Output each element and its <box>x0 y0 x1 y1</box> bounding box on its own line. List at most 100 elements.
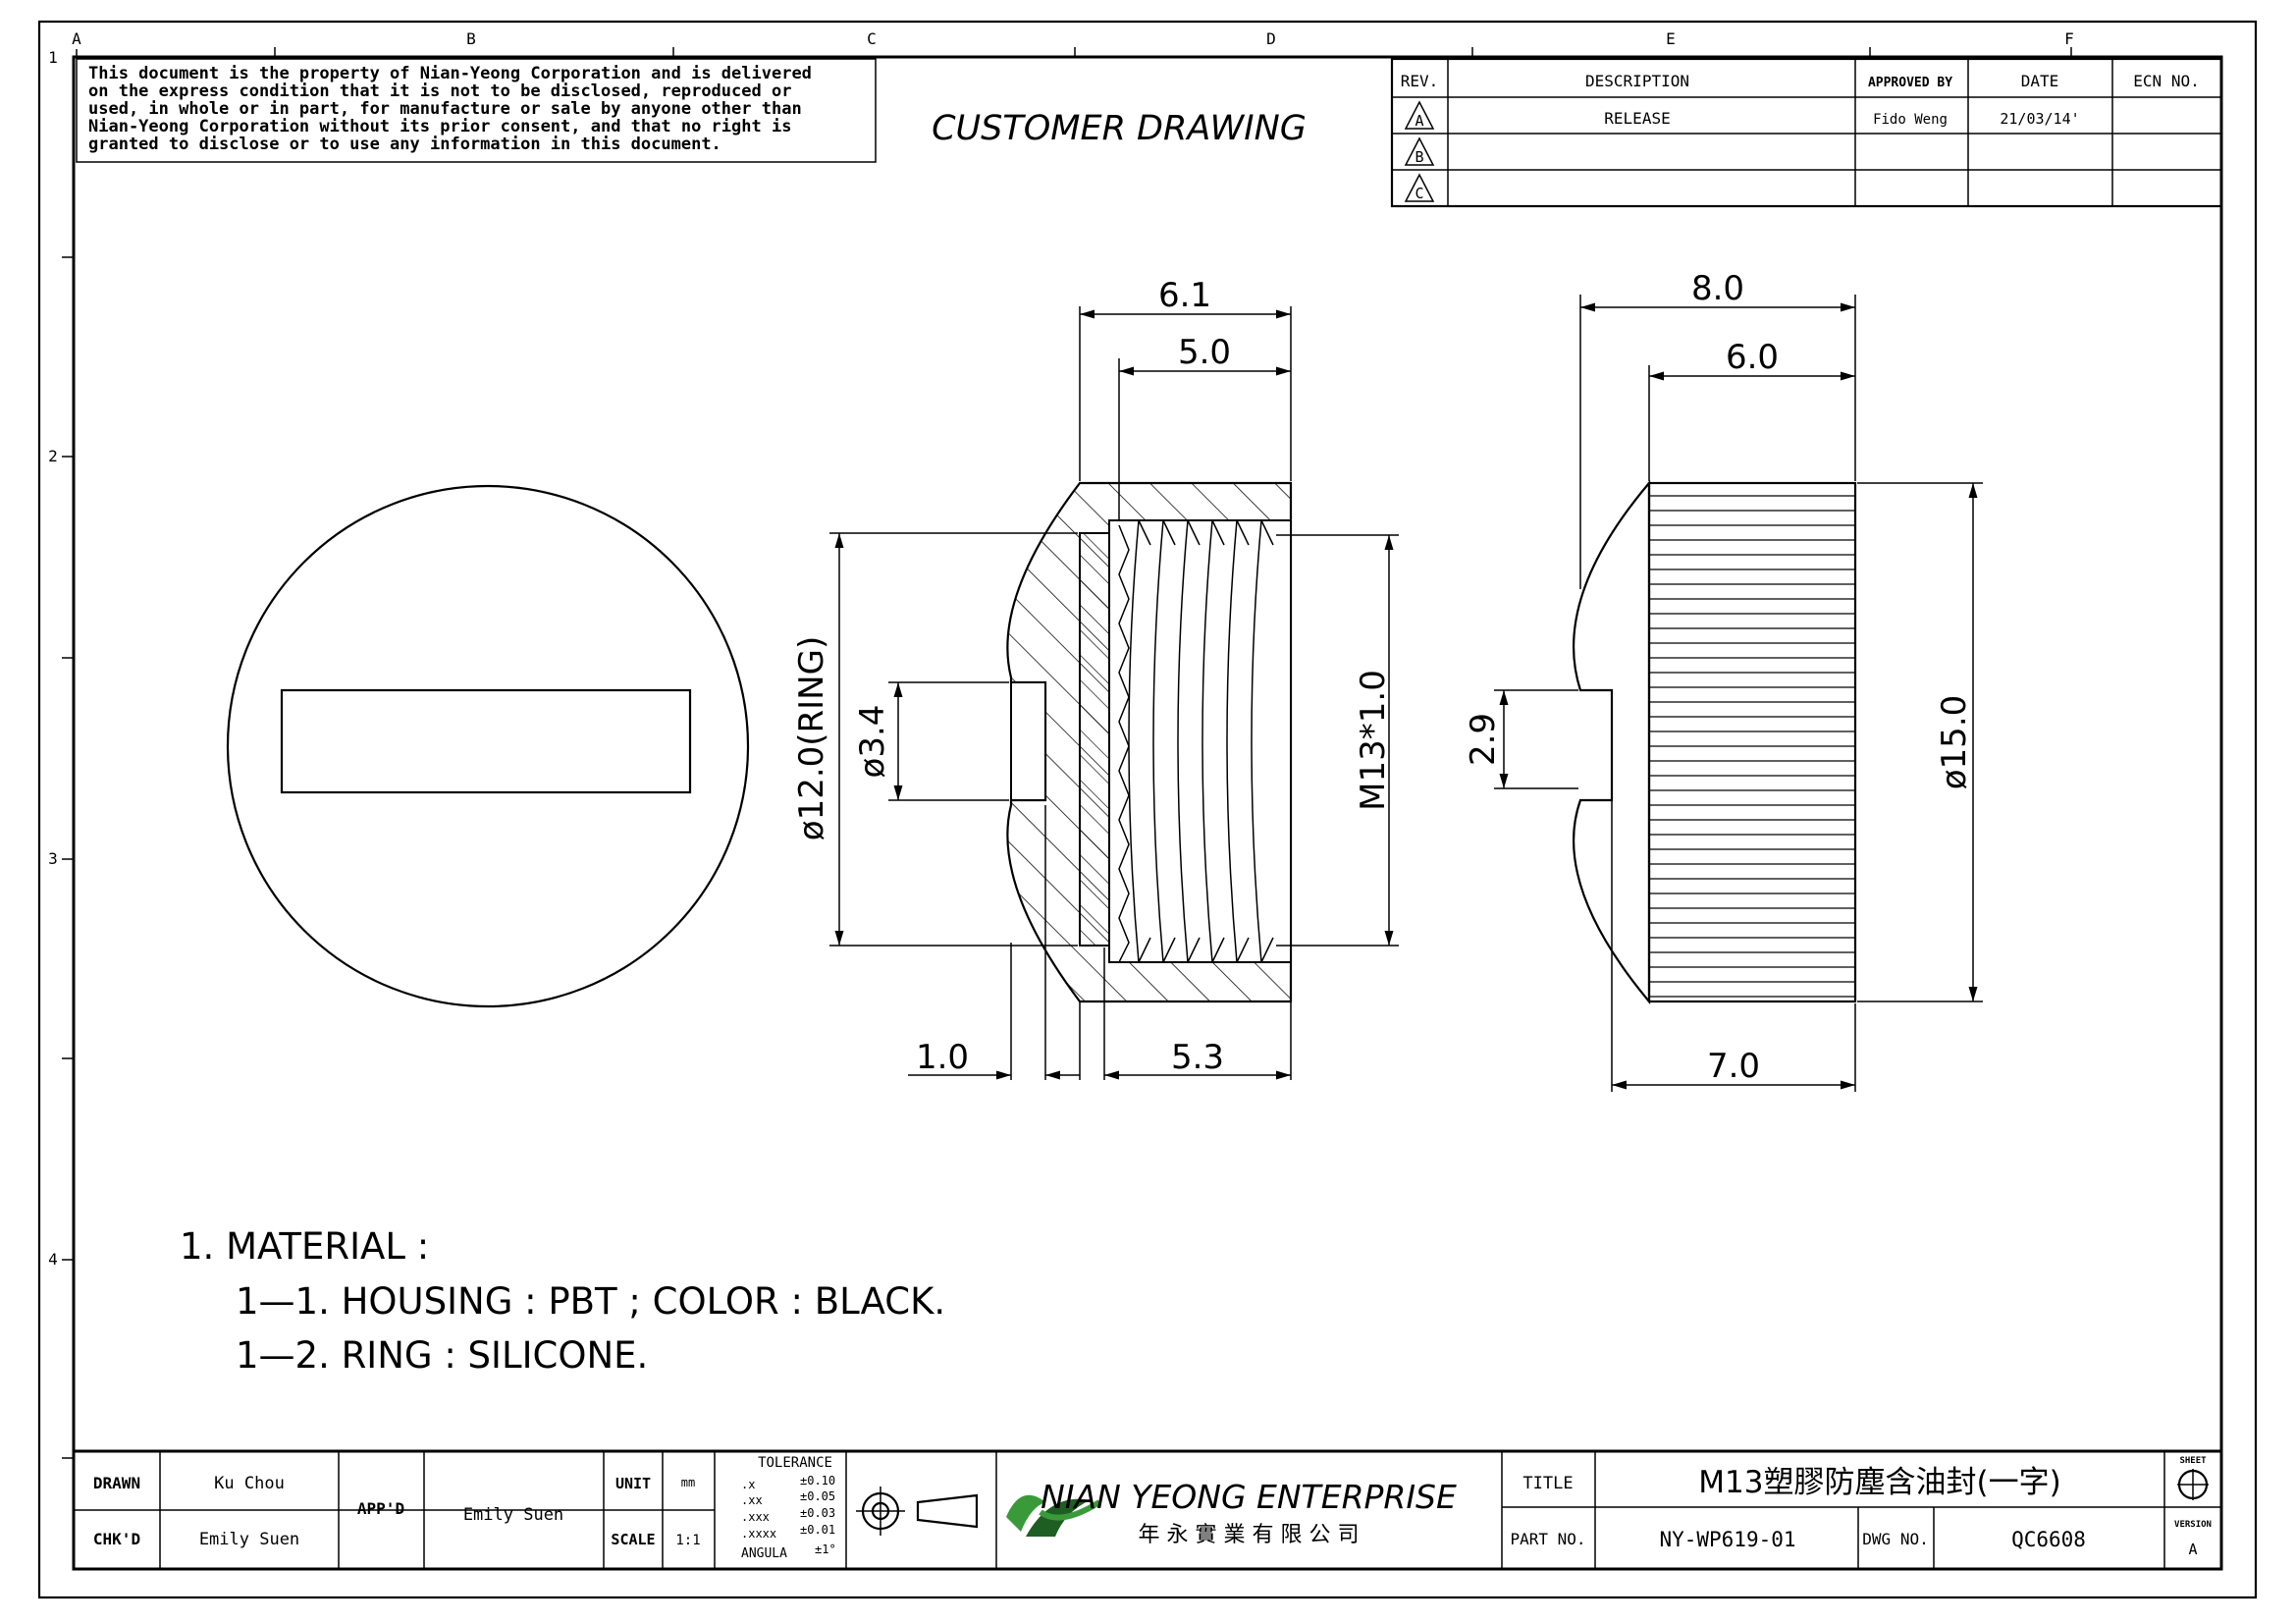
dim-1-0: 1.0 <box>916 1038 969 1077</box>
grid-row-label: 3 <box>48 849 58 868</box>
version-value: A <box>2188 1541 2197 1558</box>
tolerance-key: .xxx <box>741 1510 770 1524</box>
tolerance-value: ±1° <box>815 1542 836 1556</box>
company-name-zh: 年 永 實 業 有 限 公 司 <box>1139 1523 1360 1547</box>
notice-line: granted to disclose or to use any inform… <box>88 135 721 154</box>
notice-line: used, in whole or in part, for manufactu… <box>88 99 802 119</box>
note-line: 1—2. RING : SILICONE. <box>236 1334 648 1377</box>
dim-5-3: 5.3 <box>1171 1038 1224 1077</box>
dim-m13: M13*1.0 <box>1354 670 1393 811</box>
front-view <box>226 484 750 1008</box>
notice-line: This document is the property of Nian-Ye… <box>88 64 812 83</box>
company-name-en: NIAN YEONG ENTERPRISE <box>1041 1478 1457 1516</box>
company-logo <box>1006 1494 1101 1537</box>
tolerance-value: ±0.05 <box>800 1489 835 1503</box>
rev-letter: A <box>1415 112 1423 130</box>
dim-2-9: 2.9 <box>1464 713 1503 766</box>
rev-letter: B <box>1415 148 1423 166</box>
grid-row-label: 4 <box>48 1250 58 1269</box>
grid-col-label: F <box>2064 29 2074 48</box>
side-view <box>1573 479 1857 1005</box>
rev-header: REV. <box>1401 72 1439 90</box>
unit-value: mm <box>681 1476 695 1489</box>
date-header: DATE <box>2021 72 2059 90</box>
title-value: M13塑膠防塵含油封(一字) <box>1698 1465 2060 1500</box>
notice-box <box>76 58 877 163</box>
scale-label: SCALE <box>611 1531 655 1548</box>
tolerance-value: ±0.03 <box>800 1506 835 1520</box>
dwg-no-label: DWG NO. <box>1862 1530 1928 1548</box>
app-value: Emily Suen <box>463 1505 563 1525</box>
grid-col-label: D <box>1266 29 1276 48</box>
grid-row-label: 2 <box>48 447 58 465</box>
dim-6-0: 6.0 <box>1726 338 1779 377</box>
tolerance-key: .xx <box>741 1493 763 1507</box>
inner-frame <box>72 55 2223 1571</box>
rev-triangle <box>1404 100 1435 130</box>
rev-approved: Fido Weng <box>1873 112 1948 128</box>
grid-col-label: B <box>466 29 476 48</box>
grid-col-label: A <box>72 29 81 48</box>
dim-6-1: 6.1 <box>1158 276 1211 315</box>
rev-triangle <box>1404 136 1435 166</box>
sheet-label: SHEET <box>2179 1456 2207 1466</box>
note-line: 1. MATERIAL : <box>180 1225 429 1268</box>
dwg-no-value: QC6608 <box>2011 1528 2086 1551</box>
grid-columns: A B C D E F <box>72 29 2074 57</box>
chkd-label: CHK'D <box>93 1530 140 1548</box>
dim-7-0: 7.0 <box>1707 1047 1760 1086</box>
version-label: VERSION <box>2174 1520 2212 1530</box>
rev-date: 21/03/14' <box>2000 110 2079 128</box>
tolerance-title: TOLERANCE <box>758 1455 832 1471</box>
app-label: APP'D <box>357 1499 404 1518</box>
ring-section <box>1079 532 1110 947</box>
drawn-value: Ku Chou <box>214 1474 285 1493</box>
scale-value: 1:1 <box>675 1533 700 1548</box>
material-notes: 1. MATERIAL : 1—1. HOUSING : PBT ; COLOR… <box>180 1225 945 1377</box>
dim-3-4: ø3.4 <box>853 705 892 779</box>
dim-5-0: 5.0 <box>1178 333 1231 372</box>
part-no-label: PART NO. <box>1510 1530 1585 1548</box>
tolerance-value: ±0.01 <box>800 1523 835 1537</box>
revision-table: REV. DESCRIPTION APPROVED BY DATE ECN NO… <box>1390 57 2223 208</box>
section-view <box>1006 481 1293 1003</box>
rev-description: RELEASE <box>1604 109 1670 128</box>
drawn-label: DRAWN <box>93 1474 140 1492</box>
rev-triangle <box>1404 173 1435 202</box>
approved-header: APPROVED BY <box>1868 76 1952 90</box>
tolerance-key: ANGULA <box>741 1546 787 1561</box>
title-block: DRAWN Ku Chou CHK'D Emily Suen APP'D Emi… <box>74 1449 2221 1569</box>
cap-outline <box>226 484 750 1008</box>
knurl-lines <box>1649 495 1855 998</box>
tolerance-key: .x <box>741 1478 755 1491</box>
tolerance-value: ±0.10 <box>800 1474 835 1488</box>
projection-symbol <box>856 1487 979 1536</box>
rev-letter: C <box>1415 185 1423 202</box>
section-dimensions: 6.1 5.0 ø12.0(RING) ø3.4 M13*1.0 1.0 5.3 <box>792 276 1399 1080</box>
tolerance-key: .xxxx <box>741 1527 776 1541</box>
thread-lines <box>1128 519 1274 963</box>
grid-col-label: E <box>1666 29 1676 48</box>
notice-text: This document is the property of Nian-Ye… <box>88 64 812 154</box>
ecn-header: ECN NO. <box>2133 72 2199 90</box>
grid-col-label: C <box>867 29 877 48</box>
dim-15-0: ø15.0 <box>1935 695 1974 790</box>
knurl-body <box>1647 481 1857 1003</box>
notice-line: Nian-Yeong Corporation without its prior… <box>88 117 791 136</box>
slot-outline <box>280 688 692 794</box>
dim-8-0: 8.0 <box>1691 269 1744 308</box>
notice-line: on the express condition that it is not … <box>88 81 791 101</box>
title-label: TITLE <box>1522 1474 1573 1493</box>
outer-frame <box>37 20 2258 1599</box>
grid-row-label: 1 <box>48 48 58 67</box>
grid-rows: 1 2 3 4 <box>48 48 74 1459</box>
sheet-symbol <box>2177 1469 2209 1500</box>
description-header: DESCRIPTION <box>1585 72 1689 90</box>
unit-label: UNIT <box>615 1475 651 1492</box>
part-no-value: NY-WP619-01 <box>1659 1528 1795 1551</box>
drawing-title: CUSTOMER DRAWING <box>932 109 1307 148</box>
side-dimensions: 8.0 6.0 2.9 ø15.0 7.0 <box>1464 269 1983 1092</box>
dim-12-ring: ø12.0(RING) <box>792 636 831 840</box>
chkd-value: Emily Suen <box>199 1530 299 1549</box>
